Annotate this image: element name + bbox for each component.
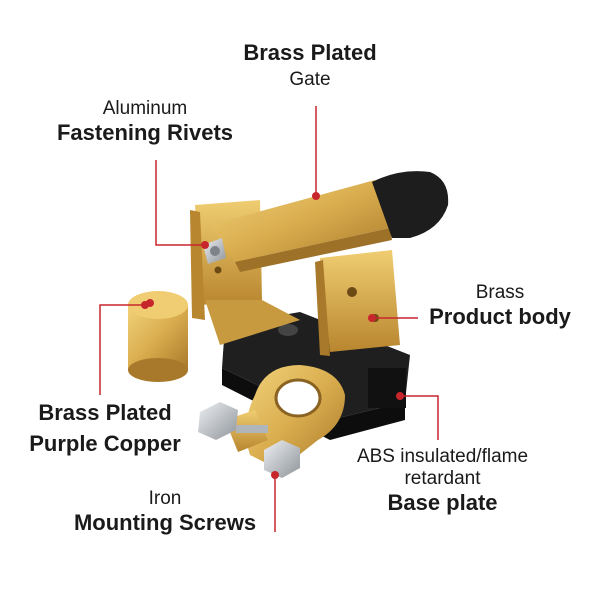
rivets-part: Fastening Rivets <box>56 119 234 145</box>
body-material: Brass <box>475 282 525 303</box>
base-line2: retardant <box>404 467 481 489</box>
label-copper: Brass Plated Purple Copper <box>20 400 190 463</box>
body-part: Product body <box>429 303 571 329</box>
copper-post-shape <box>128 291 188 382</box>
leader-copper <box>99 304 145 395</box>
label-rivets: Aluminum Fastening Rivets <box>40 98 250 145</box>
leader-lines <box>99 106 439 532</box>
mounting-screws-shape <box>198 402 300 478</box>
label-screws: Iron Mounting Screws <box>50 488 280 535</box>
gate-material: Brass Plated <box>243 40 377 65</box>
copper-line1: Brass Plated <box>38 400 172 425</box>
screws-part: Mounting Screws <box>73 509 257 535</box>
rivets-material: Aluminum <box>102 98 188 119</box>
leader-base <box>400 395 439 440</box>
gate-part: Gate <box>289 69 331 91</box>
base-line3: Base plate <box>387 489 498 515</box>
base-line1: ABS insulated/flame <box>356 446 529 467</box>
leader-dots <box>141 192 404 479</box>
label-base-plate: ABS insulated/flame retardant Base plate <box>330 446 555 515</box>
leader-rivets <box>155 160 205 246</box>
label-product-body: Brass Product body <box>405 282 595 329</box>
copper-line2: Purple Copper <box>29 431 181 457</box>
product-body-shape <box>190 200 400 356</box>
screws-material: Iron <box>148 488 182 509</box>
label-gate: Brass Plated Gate <box>210 40 410 91</box>
gate-lever-shape <box>210 171 449 272</box>
